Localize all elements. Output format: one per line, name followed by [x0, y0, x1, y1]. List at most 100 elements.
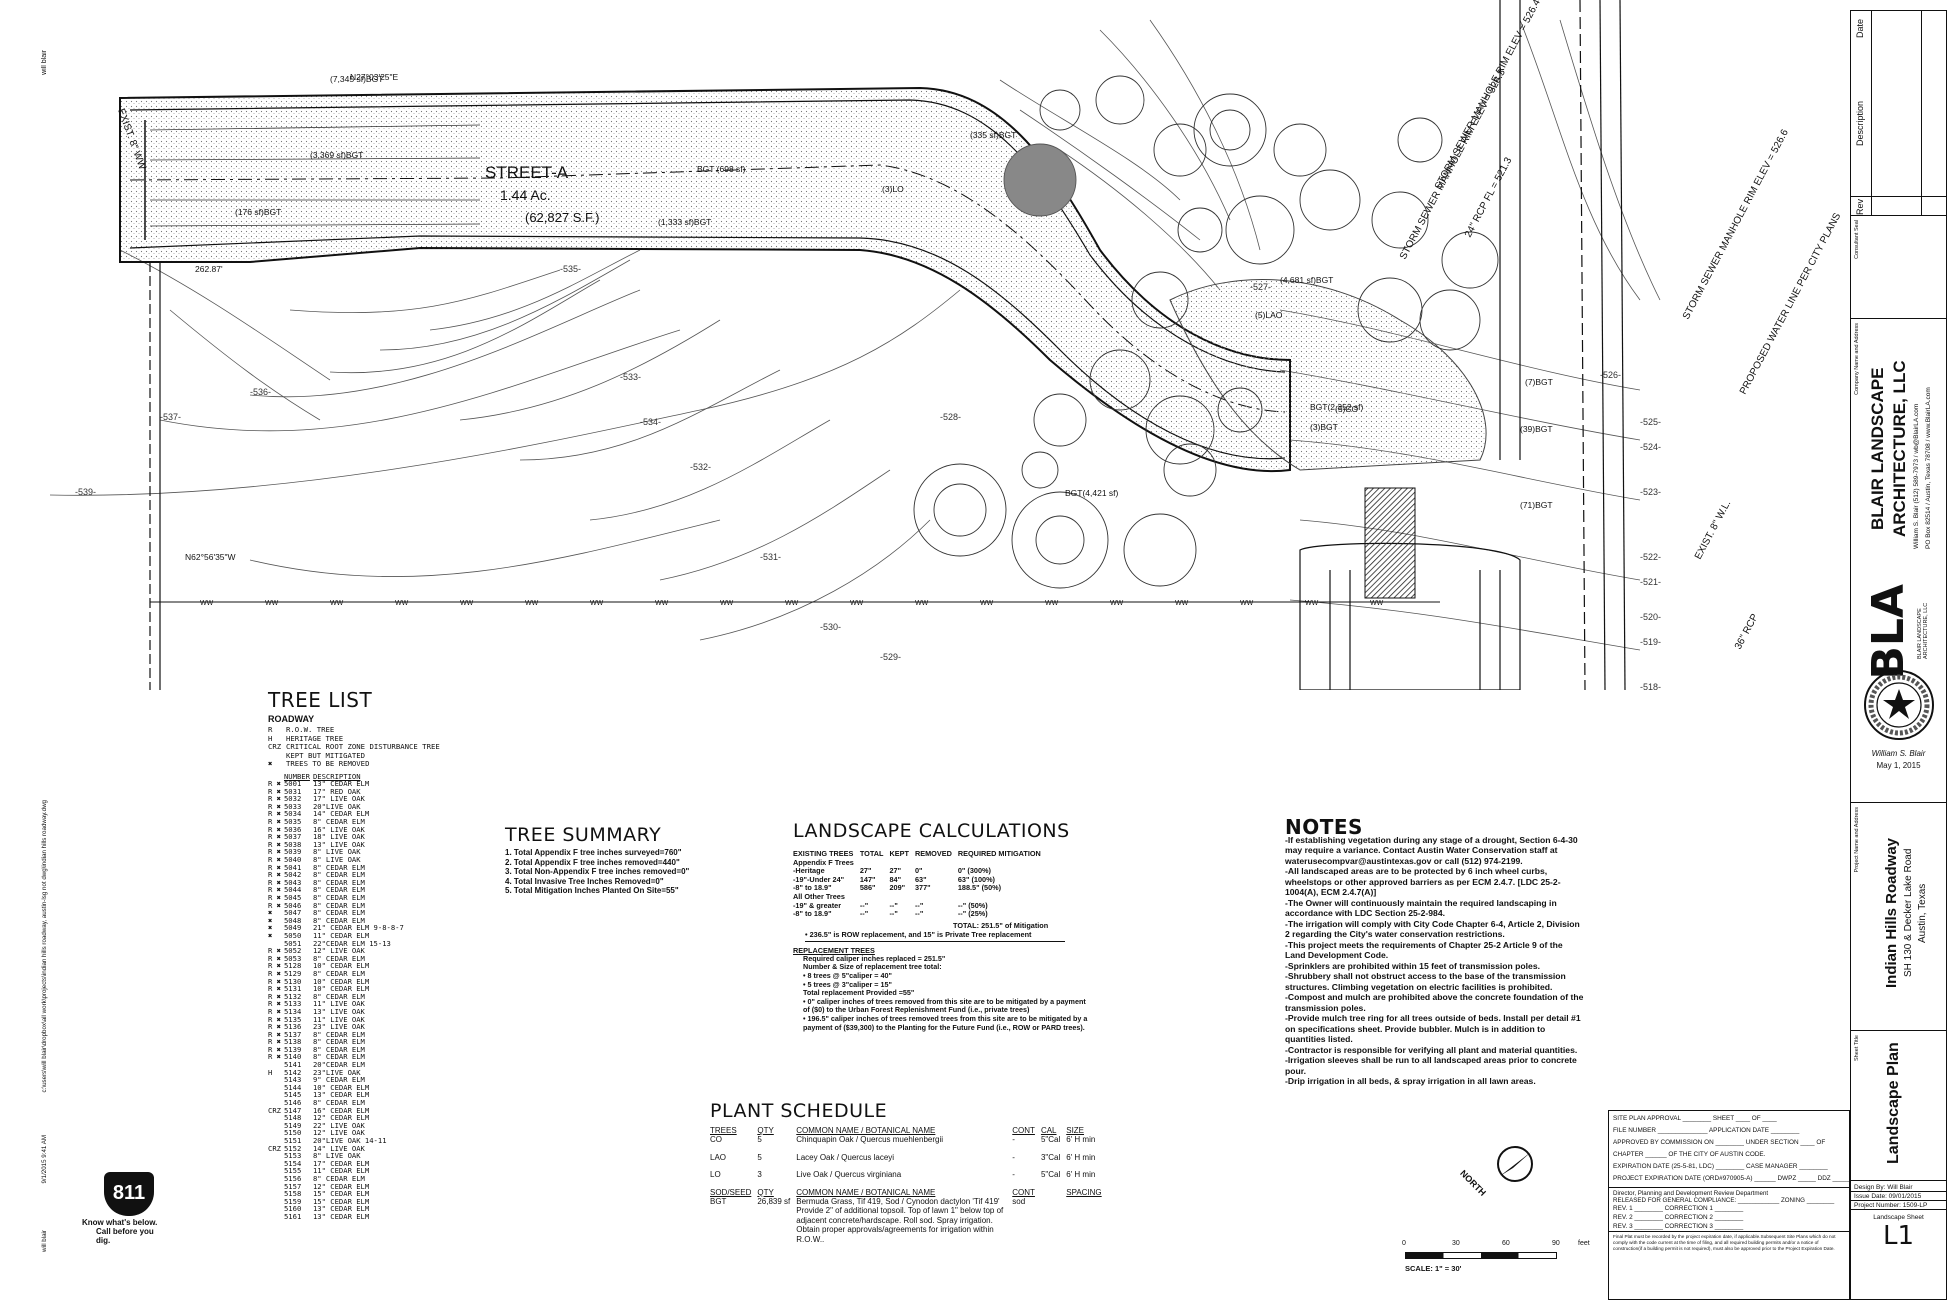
call-811-line1: Know what's below.	[82, 1218, 158, 1227]
ww-label: WW	[1370, 600, 1384, 607]
tree-description: 8" CEDAR ELM	[312, 953, 365, 963]
tree-number: 5144	[283, 1082, 302, 1092]
tree-legend-text: R.O.W. TREE	[286, 725, 335, 734]
tree-description: 12" LIVE OAK	[312, 1128, 365, 1138]
plant-cell: 5"Cal	[1040, 1170, 1061, 1179]
calc-cell: -8" to 18.9"	[793, 883, 832, 893]
sod-description: Bermuda Grass, Tif 419, Sod / Cynodon da…	[796, 1196, 1004, 1244]
plant-cell: 6' H min	[1066, 1152, 1096, 1162]
tree-description: 20"LIVE OAK	[312, 801, 361, 811]
tree-description: 8" CEDAR ELM	[312, 862, 365, 872]
street-a-road	[119, 86, 1291, 473]
plant-cell: 5	[757, 1135, 762, 1144]
bla-logo-subtitle: BLAIR LANDSCAPE ARCHITECTURE, LLC	[1917, 602, 1929, 659]
tree-description: 16" LIVE OAK	[312, 824, 365, 834]
title-block-info: Design By: Will Blair Issue Date: 09/01/…	[1850, 1180, 1947, 1300]
sheet-title: Landscape Plan	[1885, 1042, 1902, 1165]
tree-description: 11" CEDAR ELM	[312, 930, 370, 940]
table-row: -8" to 18.9"586"209"377"188.5" (50%)	[793, 884, 1047, 893]
table-row: -19" & greater--"--"--"--" (50%)	[793, 901, 1047, 911]
tree-legend-symbol: CRZ	[268, 742, 282, 751]
calc-cell: All Other Trees	[793, 891, 845, 901]
street-area-label: 1.44 Ac.	[500, 187, 551, 203]
table-row: -19"-Under 24"147"84"63"63" (100%)	[793, 875, 1047, 885]
tree-symbol: R ✖	[268, 847, 281, 857]
scale-tick-label: 60	[1502, 1240, 1510, 1247]
calc-cell: -8" to 18.9"	[793, 909, 832, 919]
tree-symbol	[268, 1091, 284, 1099]
tree-description: 8" CEDAR ELM	[312, 885, 365, 895]
ww-label: WW	[850, 600, 864, 607]
contour-label: -534-	[640, 417, 661, 427]
calc-cell: Appendix F Trees	[793, 857, 854, 867]
tree-legend-item: R R.O.W. TREE	[268, 725, 458, 735]
replacement-line: Required caliper inches replaced = 251.5…	[803, 953, 946, 963]
sheet-label: Landscape Sheet	[1873, 1214, 1924, 1221]
site-plan-approval-block: SITE PLAN APPROVAL ________ SHEET ____ O…	[1608, 1110, 1850, 1300]
tree-number: 5132	[283, 991, 302, 1001]
tree-number: 5138	[283, 1037, 302, 1047]
plan-label: (39)BGT	[1520, 424, 1553, 434]
note-item: -The irrigation will comply with City Co…	[1285, 918, 1580, 940]
planting-bed	[1169, 279, 1487, 471]
parking-area	[1299, 542, 1521, 690]
contour-label: -536-	[250, 387, 271, 397]
property-lines	[149, 0, 1626, 690]
tree-symbol: R ✖	[268, 1037, 281, 1047]
note-item: -If establishing vegetation during any s…	[1285, 834, 1578, 866]
calc-header-cell: EXISTING TREES	[793, 849, 854, 858]
tree-description: 12" CEDAR ELM	[312, 1181, 370, 1191]
tree-symbol: R ✖	[268, 801, 281, 811]
rev-col-description: Description	[1855, 101, 1865, 147]
tree-symbol: ✖	[268, 915, 273, 925]
contour-lines	[49, 19, 1661, 651]
calc-cell: 209"	[889, 883, 906, 893]
plan-area-labels: (7,345 sf)BGT(3,369 sf)BGT(176 sf)BGTBGT…	[185, 72, 1553, 562]
tree-description: 12" CEDAR ELM	[312, 1113, 370, 1123]
tree-description: 8" CEDAR ELM	[312, 1052, 365, 1062]
tree-description: 16" CEDAR ELM	[312, 1105, 370, 1115]
contour-label: -528-	[940, 412, 961, 422]
tree-symbol: R ✖	[268, 885, 281, 895]
plan-label: N27°03'25"E	[350, 72, 399, 82]
tree-symbol	[268, 1190, 284, 1198]
tree-list-col-desc: DESCRIPTION	[312, 771, 361, 781]
tree-symbol: R ✖	[268, 1044, 281, 1054]
plan-label: (1,333 sf)BGT	[658, 217, 711, 227]
tree-symbol: R ✖	[268, 1022, 281, 1032]
tree-description: 12" LIVE OAK	[312, 946, 365, 956]
plant-cell: -	[1012, 1152, 1015, 1162]
calc-cell: 586"	[859, 883, 876, 893]
tree-description: 8" CEDAR ELM	[312, 908, 365, 918]
scale-tick-label: 0	[1402, 1240, 1406, 1247]
tree-description: 8" CEDAR ELM	[312, 1044, 365, 1054]
plan-label: (3)LO	[882, 184, 904, 194]
tree-number: 5049	[283, 923, 302, 933]
street-name-label: STREET-A	[485, 163, 569, 182]
tree-number: 5146	[283, 1098, 302, 1108]
tree-symbol	[268, 1213, 284, 1221]
table-row: -8" to 18.9"--"--"--"--" (25%)	[793, 910, 1047, 919]
tree-description: 8" CEDAR ELM	[312, 870, 365, 880]
tree-list-subtitle: ROADWAY	[268, 714, 315, 724]
tree-number: 5130	[283, 976, 302, 986]
tree-number: 5157	[283, 1181, 302, 1191]
tree-symbol: ✖	[268, 908, 273, 918]
tree-legend-symbol: R	[268, 725, 273, 734]
